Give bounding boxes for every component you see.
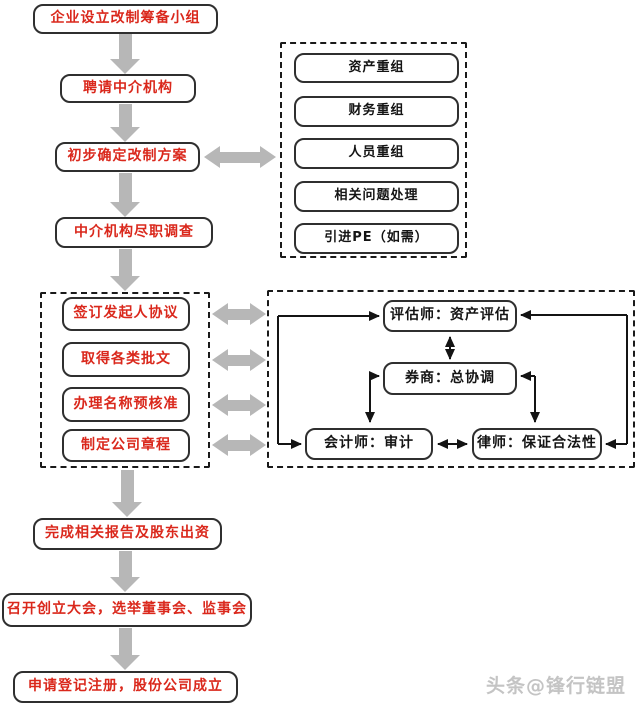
arrow-shaft bbox=[228, 354, 250, 366]
arrow-head bbox=[110, 276, 140, 291]
arrow-shaft bbox=[118, 173, 132, 202]
arrow-shaft bbox=[118, 551, 132, 577]
arrow-head-left bbox=[212, 434, 228, 456]
watermark: 头条@锋行链盟 bbox=[485, 675, 626, 697]
preparation-item-promoter-agreement: 签订发起人协议 bbox=[62, 297, 190, 331]
step-box-reports-funding: 完成相关报告及股东出资 bbox=[33, 518, 222, 550]
arrow-head-left bbox=[212, 394, 228, 416]
down-arrow-icon bbox=[112, 470, 142, 517]
restructuring-item-issues: 相关问题处理 bbox=[294, 181, 459, 212]
preparation-panel bbox=[40, 292, 210, 468]
arrow-head bbox=[110, 655, 140, 670]
arrow-shaft bbox=[220, 151, 260, 163]
double-arrow-icon bbox=[212, 433, 266, 457]
down-arrow-icon bbox=[110, 34, 140, 74]
arrow-shaft bbox=[118, 628, 132, 655]
arrow-head-right bbox=[250, 394, 266, 416]
intermediary-box-appraiser: 评估师：资产评估 bbox=[383, 300, 517, 332]
arrow-head bbox=[110, 202, 140, 217]
arrow-shaft bbox=[118, 34, 132, 59]
double-arrow-icon bbox=[212, 302, 266, 326]
arrow-shaft bbox=[228, 439, 250, 451]
restructuring-item-personnel: 人员重组 bbox=[294, 138, 459, 169]
down-arrow-icon bbox=[110, 249, 140, 291]
intermediary-box-lawyer: 律师：保证合法性 bbox=[472, 428, 602, 460]
arrow-head bbox=[110, 577, 140, 592]
intermediary-box-broker: 券商：总协调 bbox=[383, 362, 517, 395]
step-box-hire-intermediary: 聘请中介机构 bbox=[60, 74, 196, 103]
down-arrow-icon bbox=[110, 551, 140, 592]
arrow-head-left bbox=[204, 146, 220, 168]
restructuring-item-finance: 财务重组 bbox=[294, 96, 459, 127]
arrow-head-right bbox=[250, 349, 266, 371]
arrow-head-left bbox=[212, 349, 228, 371]
down-arrow-icon bbox=[110, 104, 140, 142]
arrow-head bbox=[110, 127, 140, 142]
arrow-head-right bbox=[250, 303, 266, 325]
arrow-head-right bbox=[250, 434, 266, 456]
restructuring-panel bbox=[280, 42, 467, 258]
double-arrow-icon bbox=[204, 145, 276, 169]
arrow-shaft bbox=[118, 249, 132, 276]
arrow-head-left bbox=[212, 303, 228, 325]
arrow-shaft bbox=[120, 470, 134, 502]
double-arrow-icon bbox=[212, 348, 266, 372]
step-box-draft-plan: 初步确定改制方案 bbox=[55, 142, 200, 172]
preparation-item-articles: 制定公司章程 bbox=[62, 429, 190, 462]
arrow-shaft bbox=[228, 399, 250, 411]
restructuring-item-pe: 引进PE（如需） bbox=[294, 223, 459, 254]
arrow-head bbox=[110, 59, 140, 74]
intermediary-box-accountant: 会计师：审计 bbox=[305, 428, 433, 460]
step-box-due-diligence: 中介机构尽职调查 bbox=[55, 217, 213, 248]
step-box-preparation-group: 企业设立改制筹备小组 bbox=[33, 4, 218, 34]
preparation-item-approvals: 取得各类批文 bbox=[62, 342, 190, 377]
arrow-shaft bbox=[228, 308, 250, 320]
double-arrow-icon bbox=[212, 393, 266, 417]
down-arrow-icon bbox=[110, 628, 140, 670]
down-arrow-icon bbox=[110, 173, 140, 217]
arrow-head bbox=[112, 502, 142, 517]
restructuring-item-assets: 资产重组 bbox=[294, 53, 459, 83]
arrow-shaft bbox=[118, 104, 132, 127]
intermediary-panel bbox=[267, 290, 635, 468]
preparation-item-name-preapproval: 办理名称预核准 bbox=[62, 387, 190, 422]
arrow-head-right bbox=[260, 146, 276, 168]
step-box-founding-meeting: 召开创立大会，选举董事会、监事会 bbox=[2, 593, 252, 627]
step-box-registration: 申请登记注册，股份公司成立 bbox=[13, 671, 238, 703]
